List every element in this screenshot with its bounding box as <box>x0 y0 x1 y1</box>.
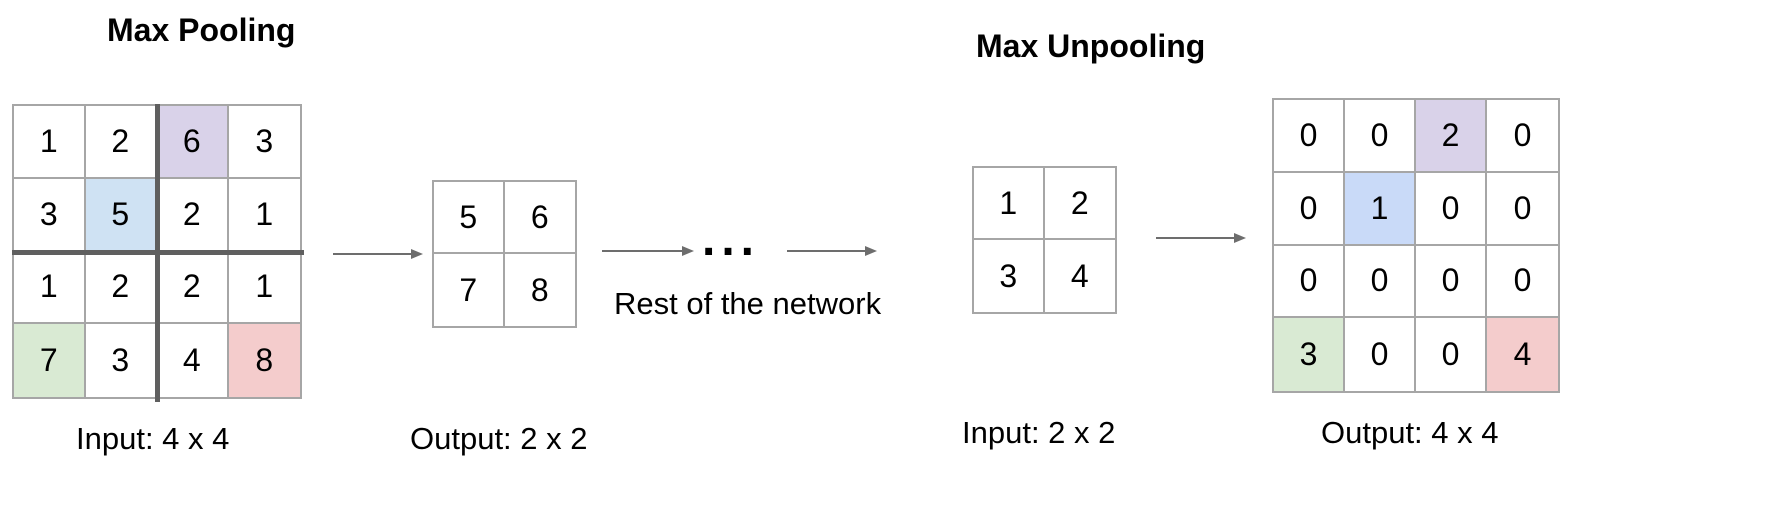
grid-cell: 4 <box>1070 257 1089 294</box>
grid-cell: 1 <box>228 179 300 252</box>
pooling-window-divider-horizontal <box>12 250 304 255</box>
grid-cell: 0 <box>1416 318 1487 391</box>
max-unpooling-title: Max Unpooling <box>976 28 1206 64</box>
grid-cell: 7 <box>14 324 86 397</box>
grid-cell: 3 <box>228 106 300 179</box>
pooling-input-caption: Input: 4 x 4 <box>76 421 230 456</box>
grid-cell: 1 <box>974 168 1045 240</box>
grid-cell: 3 <box>14 178 86 252</box>
grid-cell: 4 <box>1487 318 1558 391</box>
grid-cell: 2 <box>157 251 229 325</box>
pooling-output-caption: Output: 2 x 2 <box>410 421 588 456</box>
grid-cell: 5 <box>85 178 157 252</box>
grid-cell: 6 <box>504 182 575 254</box>
max-pooling-title: Max Pooling <box>107 12 296 48</box>
network-ellipsis: ... <box>702 213 761 266</box>
arrow-output-to-network <box>602 246 694 256</box>
grid-cell: 2 <box>1044 168 1115 240</box>
grid-cell: 2 <box>157 178 229 252</box>
grid-cell: 5 <box>434 182 505 254</box>
grid-cell: 2 <box>1416 100 1487 173</box>
network-label: Rest of the network <box>614 286 882 321</box>
grid-cell: 0 <box>1345 100 1416 173</box>
grid-cell: 0 <box>1487 246 1558 319</box>
grid-cell: 6 <box>157 106 229 179</box>
grid-cell: 3 <box>1274 318 1345 391</box>
grid-cell: 1 <box>228 252 300 325</box>
grid-cell: 0 <box>1345 318 1416 391</box>
grid-cell: 0 <box>1274 100 1345 173</box>
grid-cell: 0 <box>1487 100 1558 173</box>
arrow-network-to-unpool <box>787 246 877 256</box>
grid-cell: 8 <box>228 324 300 397</box>
grid-cell: 0 <box>1345 245 1416 319</box>
grid-cell: 0 <box>1274 172 1345 246</box>
grid-cell: 1 <box>1345 172 1416 246</box>
grid-cell: 4 <box>157 324 229 397</box>
grid-cell: 1 <box>14 251 86 325</box>
grid-cell: 0 <box>1416 172 1487 246</box>
grid-cell: 0 <box>1274 245 1345 319</box>
grid-cell: 2 <box>85 106 157 179</box>
grid-cell: 2 <box>85 251 157 325</box>
unpooling-output-caption: Output: 4 x 4 <box>1321 415 1499 450</box>
arrow-pool-to-output <box>333 249 423 259</box>
grid-cell: 8 <box>530 271 549 308</box>
grid-cell: 3 <box>86 324 157 397</box>
grid-cell: 0 <box>1487 173 1558 246</box>
arrow-unpool-to-output <box>1156 233 1246 243</box>
grid-cell: 1 <box>14 106 86 179</box>
grid-cell: 0 <box>1416 245 1487 319</box>
grid-cell: 7 <box>434 254 505 326</box>
unpooling-input-caption: Input: 2 x 2 <box>962 415 1116 450</box>
grid-cell: 3 <box>974 240 1045 312</box>
